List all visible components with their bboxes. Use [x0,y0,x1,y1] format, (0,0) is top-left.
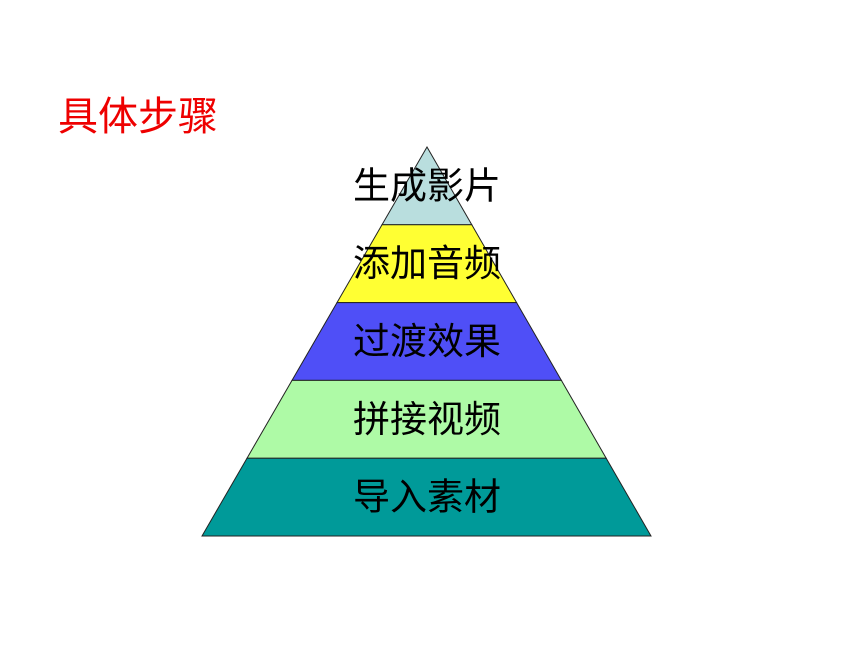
page-title: 具体步骤 [58,94,218,140]
pyramid-layer-label-3: 过渡效果 [353,320,501,363]
pyramid-layer-label-2: 添加音频 [353,242,501,285]
pyramid-layer-label-5: 导入素材 [353,476,501,519]
pyramid-layer-label-4: 拼接视频 [353,398,501,441]
pyramid-layer-5 [201,457,652,537]
pyramid-layer-label-1: 生成影片 [353,164,501,207]
